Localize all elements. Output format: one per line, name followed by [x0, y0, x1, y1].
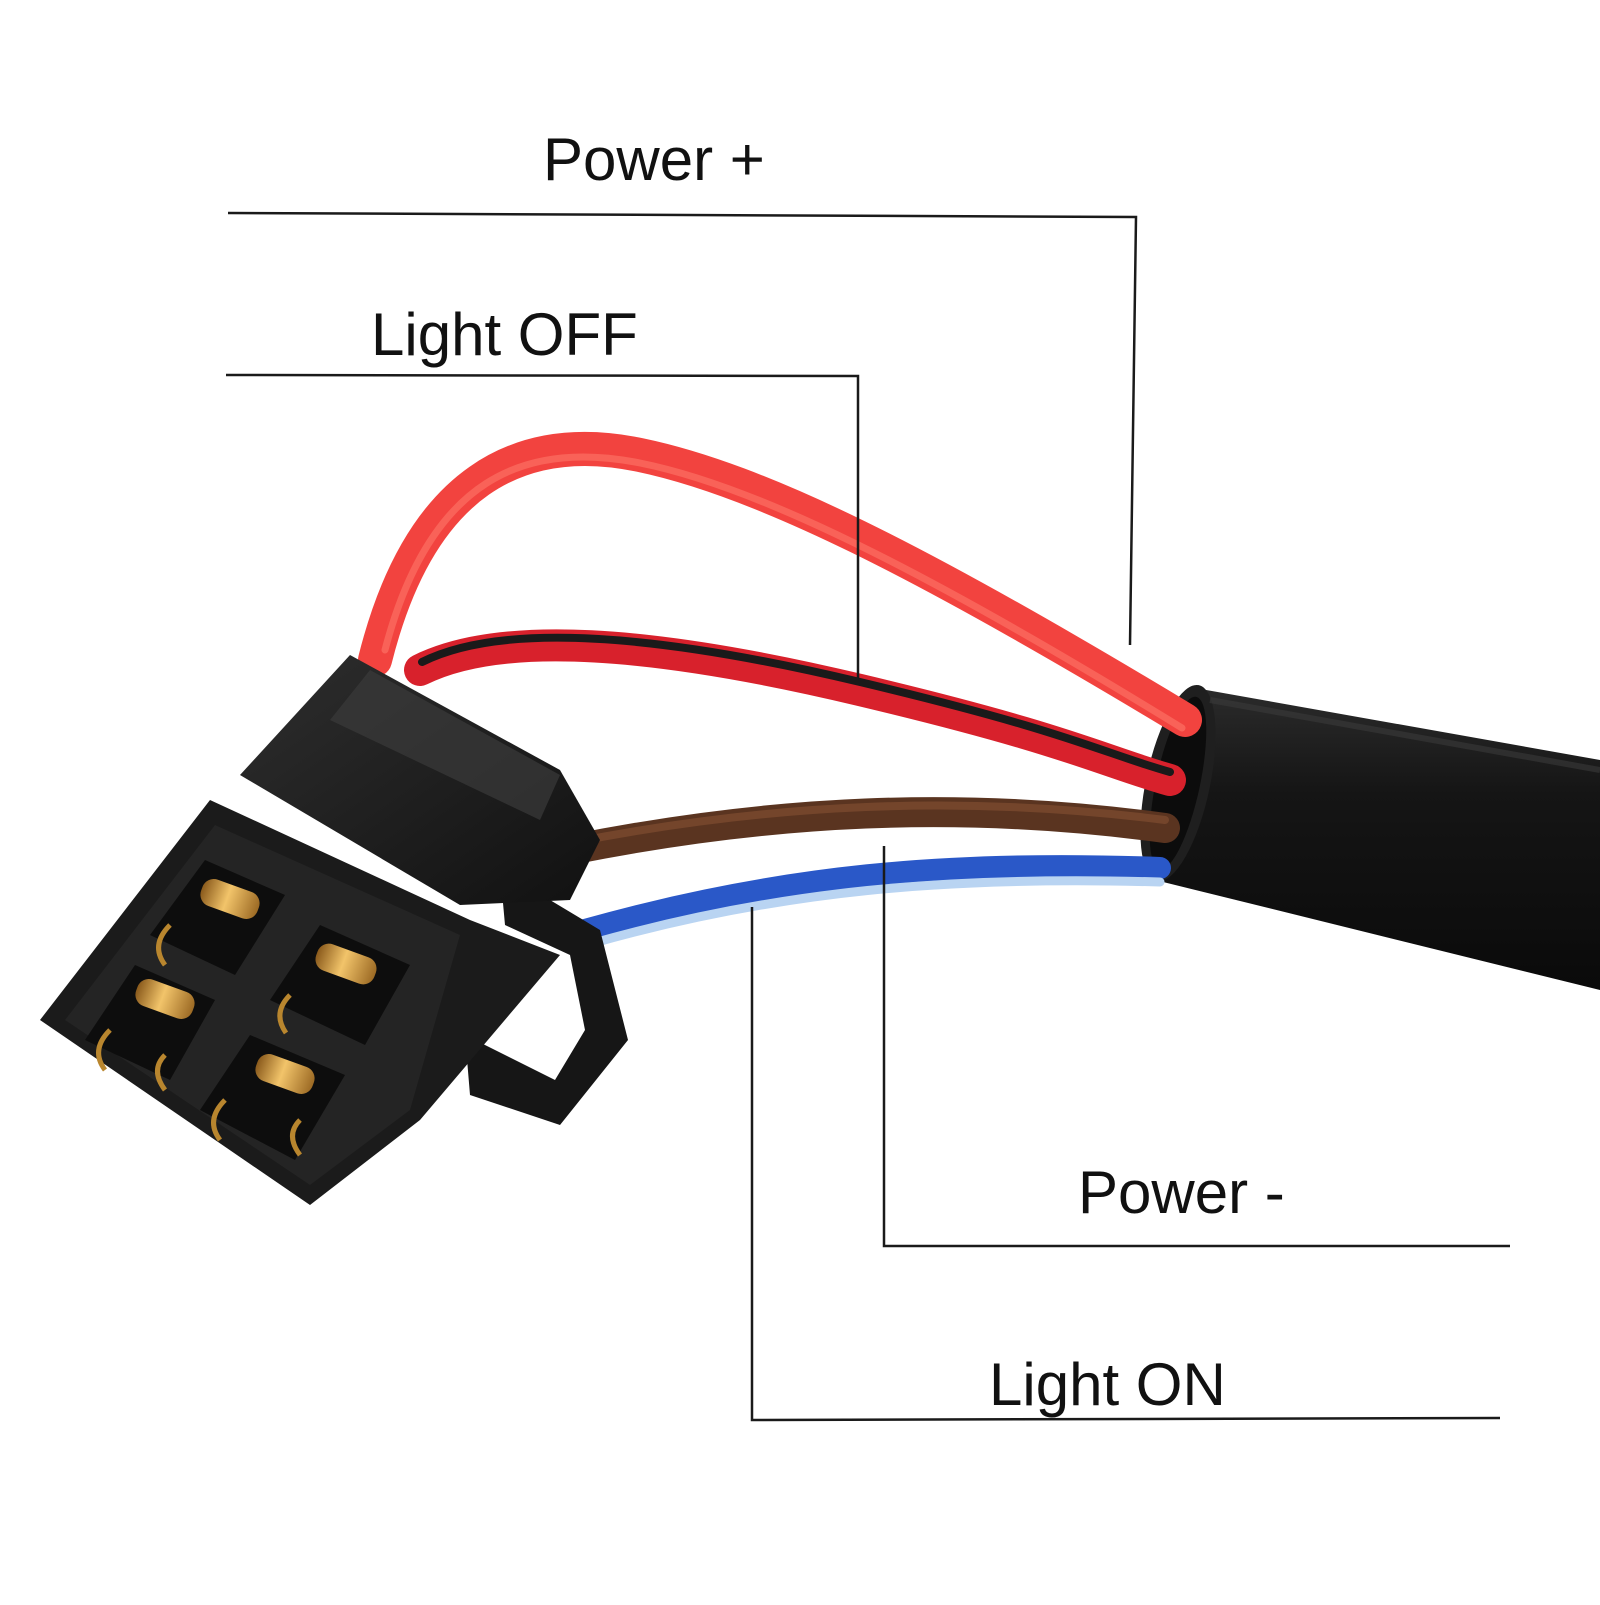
label-light-off: Light OFF [371, 301, 638, 368]
wire-red-black [404, 629, 1186, 796]
leader-line-light-on [750, 907, 1501, 1422]
pin-cell-right [270, 925, 410, 1045]
connector-icon [40, 655, 628, 1205]
wire-brown [555, 797, 1180, 865]
leader-line-power-plus [227, 211, 1138, 646]
label-light-on: Light ON [989, 1351, 1226, 1418]
pin-cell-left [85, 965, 215, 1092]
pin-cell-bottom [200, 1035, 345, 1160]
label-power-minus: Power - [1078, 1159, 1285, 1226]
leader-line-power-minus [882, 846, 1510, 1248]
wire-blue [574, 854, 1171, 949]
leader-line-light-off [225, 373, 860, 684]
leader-lines [225, 211, 1510, 1422]
wire-red [358, 432, 1202, 737]
label-power-plus: Power + [543, 126, 765, 193]
pin-cell-top [150, 860, 285, 975]
